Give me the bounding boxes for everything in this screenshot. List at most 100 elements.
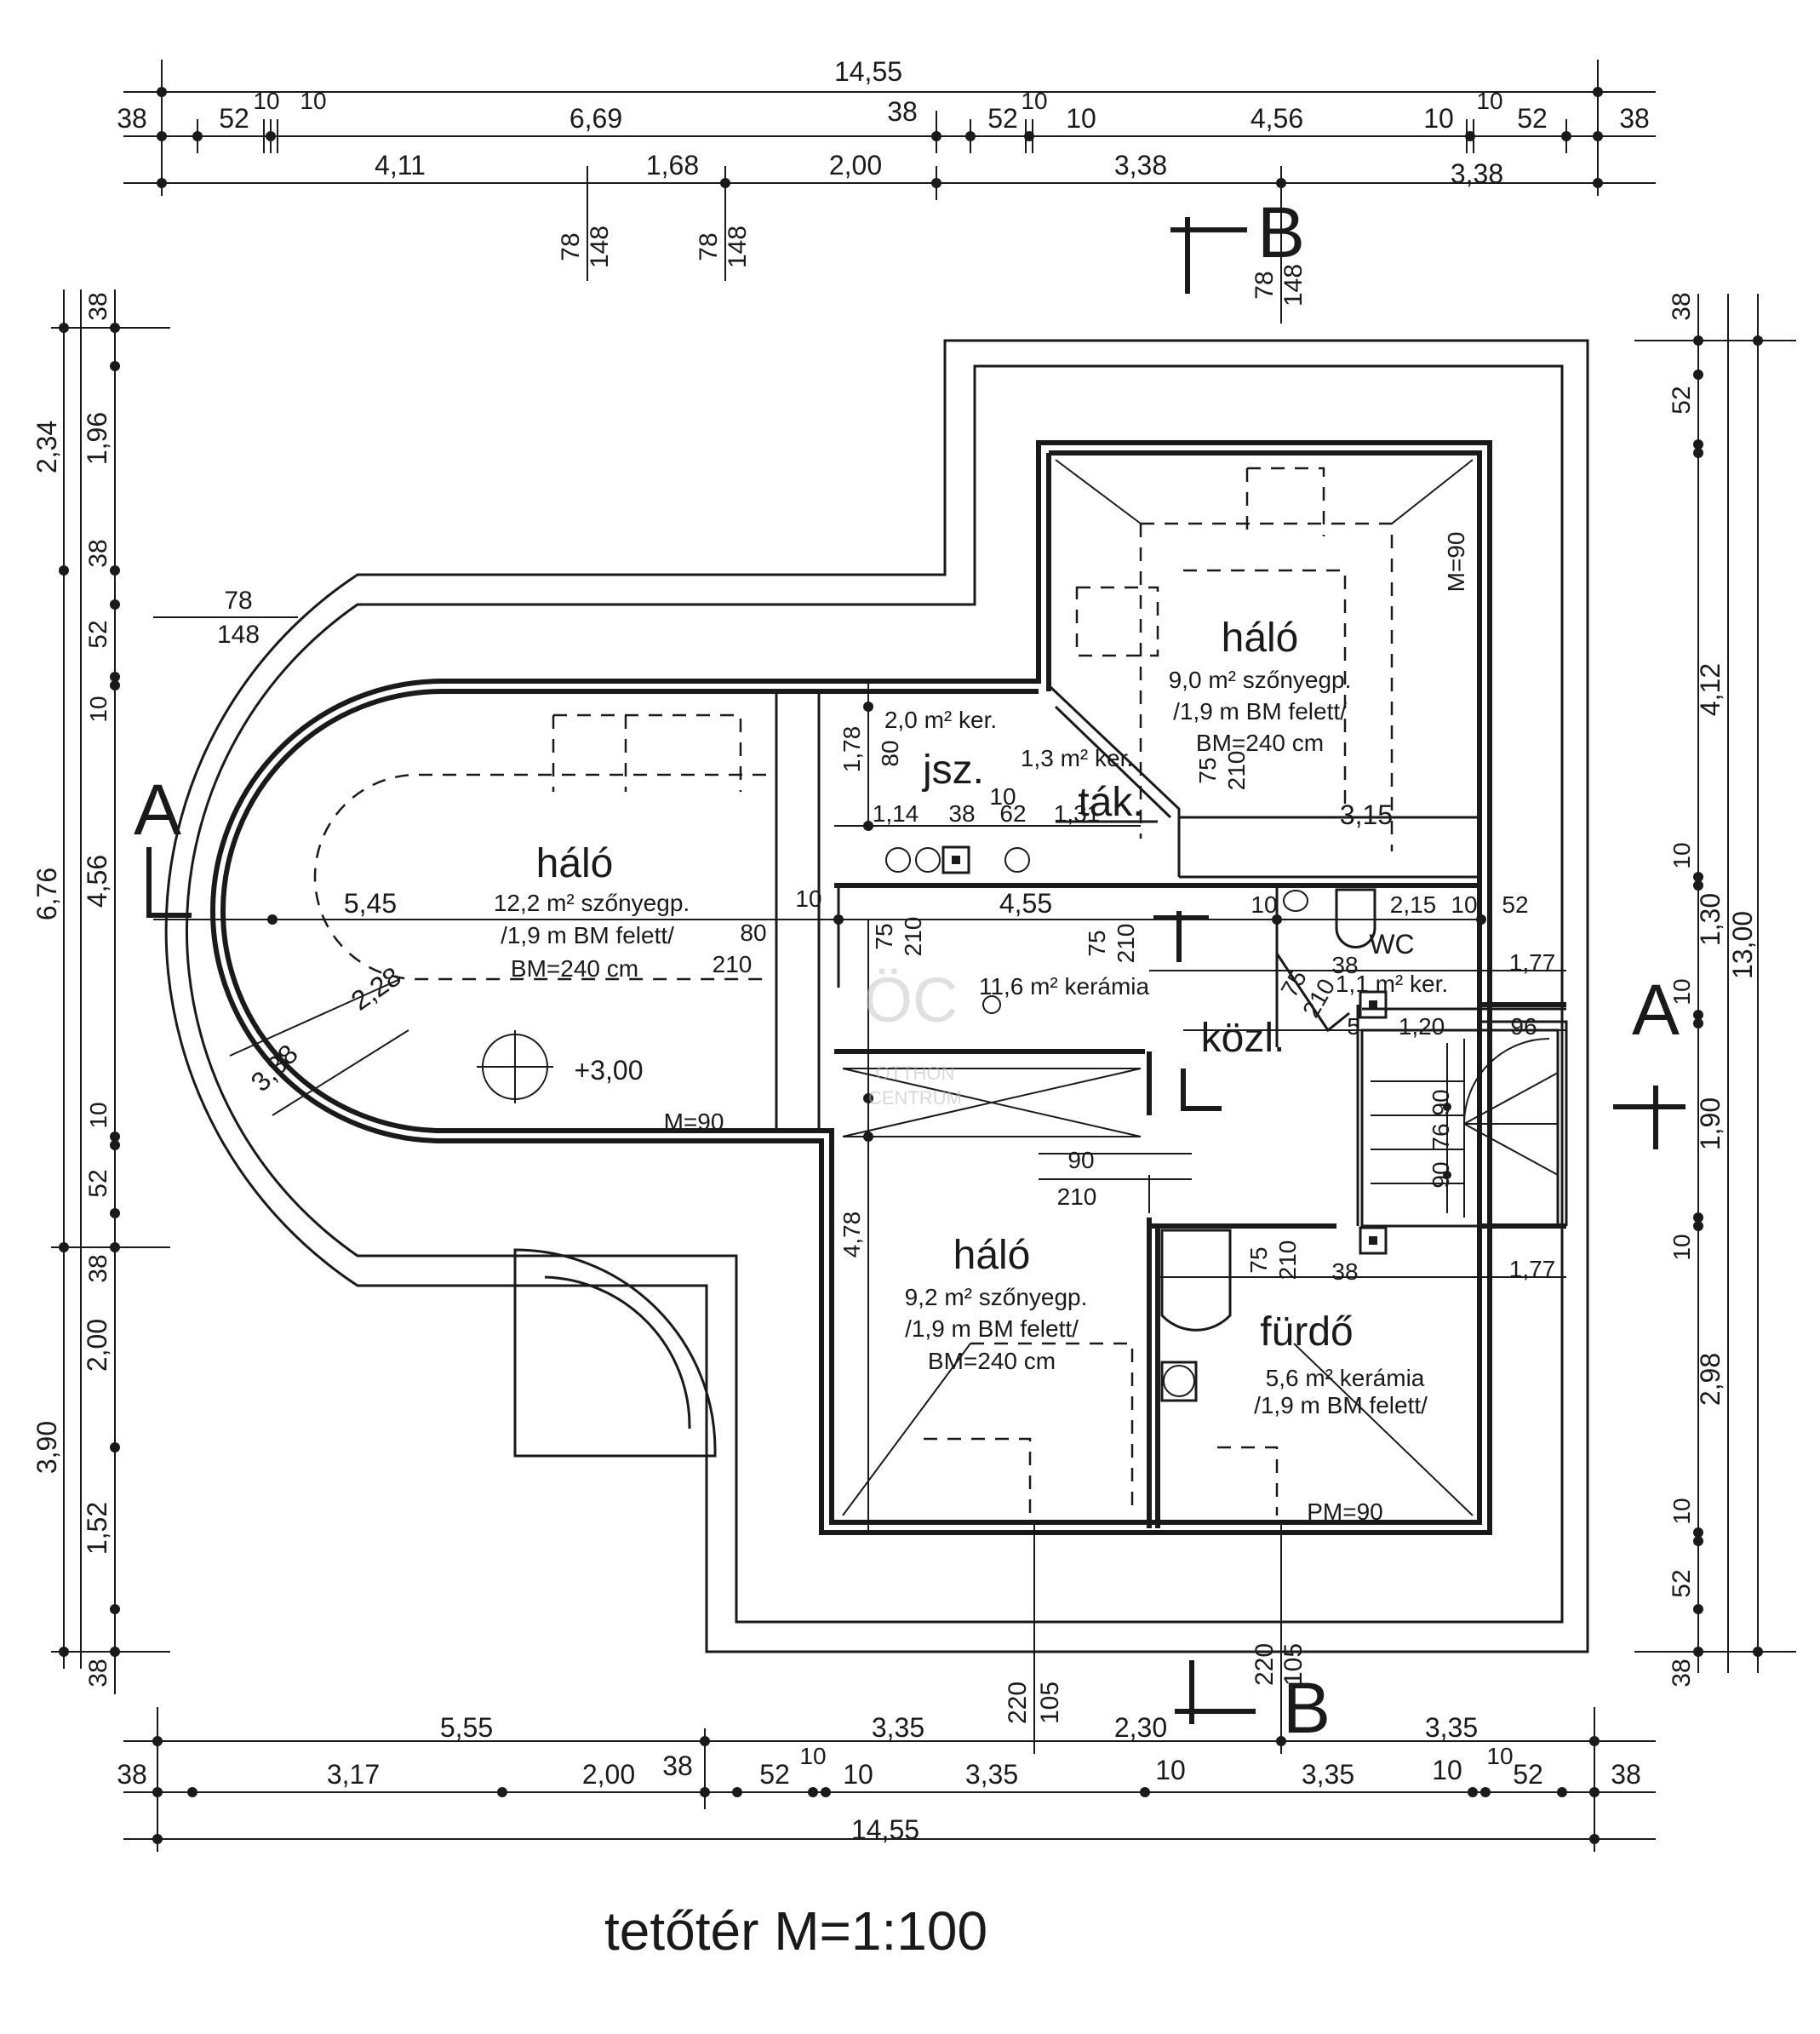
room-name: háló — [1222, 616, 1299, 661]
interior-dim: 10 — [989, 783, 1016, 810]
room-area: 11,6 m² kerámia — [979, 973, 1150, 1000]
top-dim: 38 — [887, 96, 918, 127]
right-dim: 10 — [1668, 1234, 1695, 1260]
top-dim: 52 — [219, 103, 249, 134]
top-dim: 10 — [253, 88, 279, 114]
floor-level: +3,00 — [575, 1055, 644, 1086]
bottom-dim: 2,30 — [1114, 1712, 1167, 1743]
room-height: BM=240 cm — [1196, 730, 1324, 756]
room-floor: 12,2 m² szőnyegp. — [494, 890, 690, 916]
top-dim: 38 — [1619, 103, 1650, 134]
top-dim: 10 — [300, 88, 326, 114]
window-dim: 78 — [1251, 271, 1279, 299]
bottom-dim: 3,35 — [1425, 1712, 1478, 1743]
left-dim: 38 — [84, 539, 112, 567]
top-dim: 10 — [1476, 88, 1502, 114]
interior-dim: 2,28 — [346, 960, 407, 1016]
door-dim: 90 — [1067, 1147, 1094, 1173]
room-halo-north: háló 9,0 m² szőnyegp. /1,9 m BM felett/ … — [1169, 532, 1469, 756]
top-dim: 52 — [987, 103, 1018, 134]
left-dimension-chains: 6,76 3,90 2,34 4,56 38 1,96 38 52 10 10 … — [31, 289, 298, 1694]
bottom-dim: 5,55 — [440, 1712, 493, 1743]
bottom-dim: 38 — [1611, 1759, 1641, 1790]
room-wc: WC 1,1 m² ker. — [1336, 929, 1448, 997]
interior-dim: 5 — [1347, 1013, 1360, 1040]
bottom-dim: 3,35 — [965, 1759, 1018, 1790]
interior-dim: 96 — [1510, 1013, 1537, 1040]
bottom-dim: 10 — [799, 1743, 826, 1769]
interior-dim: 3,15 — [1340, 799, 1393, 830]
right-dim: 52 — [1668, 386, 1696, 414]
room-name: háló — [536, 841, 614, 886]
left-dim: 52 — [84, 620, 112, 648]
room-floor: 5,6 m² kerámia — [1266, 1365, 1425, 1391]
room-height: BM=240 cm — [928, 1348, 1056, 1374]
interior-dim: 1,78 — [838, 726, 865, 773]
top-dim: 2,00 — [829, 150, 882, 180]
door-dim: 210 — [1274, 1240, 1301, 1281]
room-furdo: fürdő 5,6 m² kerámia /1,9 m BM felett/ P… — [1254, 1309, 1428, 1525]
roof-slope-lines — [313, 459, 1474, 1516]
room-halo-south: háló 9,2 m² szőnyegp. /1,9 m BM felett/ … — [905, 1233, 1088, 1374]
window-dim: 148 — [1279, 264, 1308, 307]
room-name: WC — [1369, 929, 1414, 960]
top-dim: 10 — [1021, 88, 1047, 114]
left-dim: 6,76 — [31, 868, 62, 920]
interior-dim: 10 — [1251, 891, 1277, 918]
interior-dim: 1,20 — [1399, 1013, 1445, 1040]
stair-dim: 90 — [1428, 1089, 1454, 1115]
bottom-dim: 38 — [662, 1750, 693, 1781]
right-dim: 10 — [1668, 842, 1695, 868]
interior-dim: 5,45 — [344, 888, 397, 919]
door-dim: 75 — [1084, 930, 1110, 956]
top-dim: 3,38 — [1451, 158, 1503, 189]
right-dim: 38 — [1668, 292, 1696, 320]
room-m: M=90 — [1443, 532, 1469, 593]
right-dim: 1,30 — [1695, 893, 1726, 946]
door-dim: 75 — [1194, 757, 1221, 783]
right-overall-dim: 13,00 — [1727, 911, 1758, 979]
room-name: fürdő — [1260, 1309, 1353, 1355]
section-a-right: A — [1632, 970, 1680, 1050]
right-dimension-chains: 13,00 4,12 1,30 1,90 2,98 38 52 10 10 10… — [1634, 292, 1796, 1687]
room-floor: 9,2 m² szőnyegp. — [905, 1284, 1088, 1310]
room-note: /1,9 m BM felett/ — [905, 1315, 1079, 1342]
door-dim: 220 — [1004, 1682, 1032, 1724]
interior-dim: 1,14 — [873, 800, 919, 827]
bottom-dim: 3,17 — [327, 1759, 380, 1790]
interior-dim: 52 — [1502, 891, 1528, 918]
left-dim: 1,52 — [82, 1502, 112, 1555]
door-dim: 220 — [1251, 1643, 1279, 1686]
room-kozl: közl. 11,6 m² kerámia — [979, 973, 1285, 1061]
top-dim: 4,11 — [375, 150, 426, 180]
watermark-line2: CENTRUM — [868, 1087, 962, 1109]
interior-dimensions: 5,45 4,55 2,28 3,38 3,15 2,15 1,77 1,77 … — [153, 681, 1566, 1533]
watermark-logo-text: ÖC — [864, 965, 959, 1035]
right-dim: 4,12 — [1695, 663, 1726, 716]
door-dim: 75 — [1245, 1246, 1272, 1273]
room-area: 1,1 m² ker. — [1336, 971, 1448, 997]
interior-dim: 1,77 — [1509, 1256, 1556, 1282]
window-dim: 148 — [586, 226, 614, 268]
right-dim: 2,98 — [1695, 1353, 1726, 1406]
room-name: közl. — [1201, 1016, 1285, 1061]
door-dim: 210 — [1057, 1183, 1097, 1210]
top-overall-dim: 14,55 — [834, 56, 902, 87]
stair-dim: 76 — [1428, 1123, 1454, 1149]
room-m: M=90 — [664, 1109, 724, 1135]
right-dim: 38 — [1668, 1659, 1696, 1687]
stair-dim: 90 — [1428, 1161, 1454, 1188]
watermark-line1: OTTHON — [876, 1063, 955, 1084]
room-halo-west: háló 12,2 m² szőnyegp. /1,9 m BM felett/… — [494, 841, 724, 1135]
drawing-title: tetőtér M=1:100 — [604, 1900, 987, 1962]
section-b-bottom: B — [1283, 1668, 1331, 1748]
fixtures — [477, 847, 1376, 1402]
left-dim: 38 — [84, 1659, 112, 1687]
left-dim: 38 — [84, 1254, 112, 1282]
right-dim: 10 — [1668, 1498, 1695, 1524]
room-height: BM=240 cm — [511, 955, 638, 982]
right-dim: 10 — [1668, 978, 1695, 1005]
bottom-dim: 3,35 — [872, 1712, 924, 1743]
door-dim: 210 — [900, 917, 926, 957]
top-dim: 6,69 — [569, 103, 622, 134]
